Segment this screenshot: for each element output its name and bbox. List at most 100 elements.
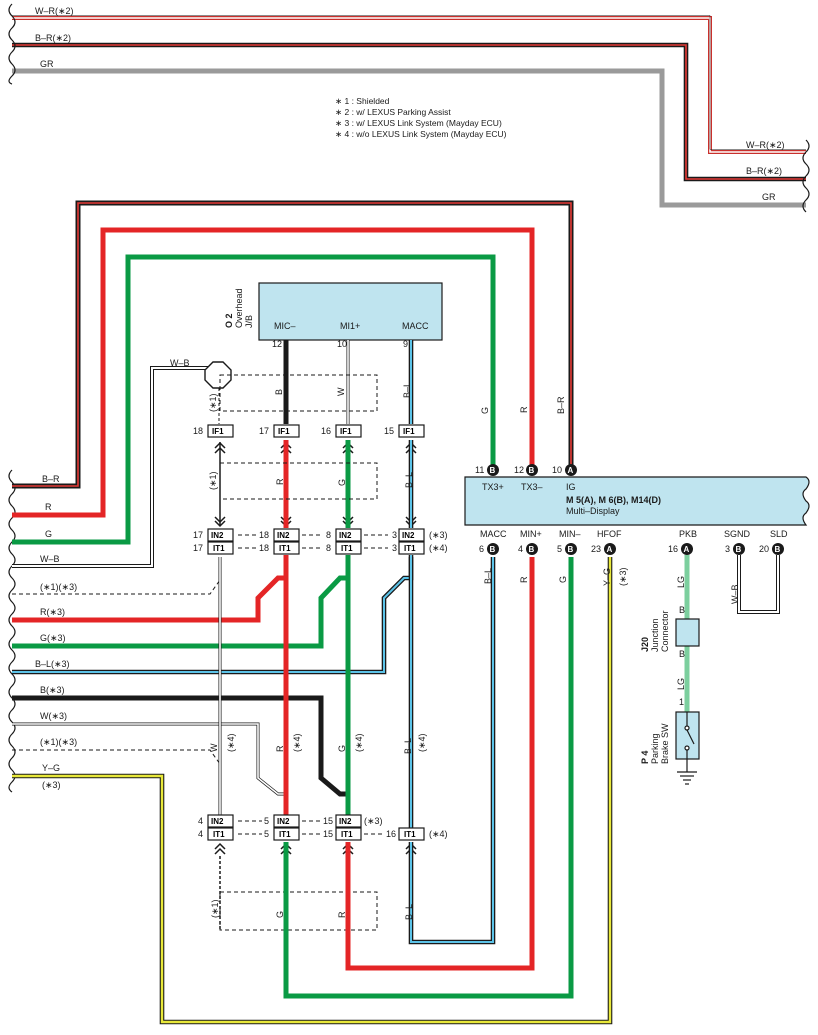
- md-num-16: 16: [668, 544, 678, 554]
- md-top-conn-11: B: [490, 466, 496, 475]
- wire-label-yg-hfof: Y–G: [602, 568, 612, 586]
- if1-box-17: [273, 424, 300, 438]
- md-conn-16: A: [684, 545, 690, 554]
- wire-label-r-bottom: R: [337, 911, 347, 918]
- it1-pin-3: 3: [392, 543, 397, 553]
- wire-label-r-tx3m: R: [519, 406, 529, 413]
- md-term-minm: MIN–: [559, 529, 581, 539]
- overhead-term-mic: MIC–: [274, 321, 296, 331]
- if1-label-17: IF1: [278, 427, 290, 436]
- wire-label-r-low-note: (∗4): [292, 733, 302, 752]
- wire-label-bl3: B–L(∗3): [35, 659, 70, 669]
- md-num-3: 3: [725, 544, 730, 554]
- in2-label-d: IN2: [402, 531, 415, 540]
- wire-label-bl-bottom: B–L: [404, 904, 414, 920]
- wire-label-wr-top: W–R(∗2): [35, 6, 74, 16]
- md-term-sgnd: SGND: [724, 529, 751, 539]
- wire-label-bl-macc: B–L: [402, 382, 412, 398]
- bottom-it1-pin-15: 15: [323, 829, 333, 839]
- wire-label-r3: R(∗3): [40, 607, 65, 617]
- it1-note: (∗4): [429, 543, 448, 553]
- md-conn-23: A: [607, 545, 613, 554]
- shield-note-bottom: (∗1): [210, 899, 220, 918]
- md-num-20: 20: [759, 544, 769, 554]
- md-term-macc: MACC: [480, 529, 507, 539]
- md-top-term-tx3m: TX3–: [521, 482, 543, 492]
- overhead-name1: Overhead: [234, 288, 244, 328]
- overhead-pin-10: 10: [337, 339, 347, 349]
- brake-pin-1: 1: [679, 697, 684, 707]
- multi-display-code: M 5(A), M 6(B), M14(D): [566, 495, 661, 505]
- wire-label-lg-bottom: LG: [676, 678, 686, 690]
- overhead-name2: J/B: [244, 315, 254, 328]
- wire-label-w-low-note: (∗4): [226, 733, 236, 752]
- md-term-sld: SLD: [770, 529, 788, 539]
- junction-wire-b-bottom: B: [679, 649, 685, 659]
- bottom-in2-a: IN2: [211, 817, 224, 826]
- wire-label-bl-mid: B–L: [404, 472, 414, 488]
- overhead-term-macc: MACC: [402, 321, 429, 331]
- bottom-in2-pin-15: 15: [323, 816, 333, 826]
- wire-label-br-right: B–R(∗2): [746, 166, 782, 176]
- wire-label-g-minm: G: [558, 576, 568, 583]
- wire-label-wb-left: W–B: [40, 554, 60, 564]
- wire-label-g-mid: G: [337, 479, 347, 486]
- it1-label-a: IT1: [213, 544, 225, 553]
- bottom-in2-b: IN2: [277, 817, 290, 826]
- md-term-hfof: HFOF: [597, 529, 622, 539]
- if1-pin-18: 18: [193, 426, 203, 436]
- md-top-num-12: 12: [514, 465, 524, 475]
- footnotes: ∗ 1 : Shielded ∗ 2 : w/ LEXUS Parking As…: [335, 96, 507, 139]
- junction-name1: Junction: [650, 618, 660, 652]
- shield-dash-bottom: [219, 891, 378, 931]
- wire-label-hfof-note: (∗3): [618, 567, 628, 586]
- md-term-pkb: PKB: [679, 529, 697, 539]
- shield-dash-mid: [219, 462, 378, 500]
- if1-in2-links: [214, 441, 417, 528]
- brake-name2: Brake SW: [660, 723, 670, 764]
- md-conn-20: B: [775, 545, 781, 554]
- wire-label-g-low: G: [337, 745, 347, 752]
- in2-it1-middle: IN2 IT1 17 17 IN2 IT1 18 18 IN2 IT1 8 8 …: [193, 528, 448, 555]
- junction-code: J20: [640, 637, 650, 652]
- if1-box-16: [335, 424, 362, 438]
- if1-row: IF1 18 IF1 17 IF1 16 IF1 15: [193, 424, 425, 438]
- bottom-chevrons: [214, 842, 417, 930]
- md-num-6: 6: [479, 544, 484, 554]
- brake-code: P 4: [640, 751, 650, 764]
- md-conn-4: B: [529, 545, 535, 554]
- md-top-term-tx3p: TX3+: [482, 482, 504, 492]
- wire-label-wb-sgnd: W–B: [730, 584, 740, 604]
- multi-display-name: Multi–Display: [566, 506, 620, 516]
- overhead-term-mi1: MI1+: [340, 321, 360, 331]
- it1-pin-18: 18: [259, 543, 269, 553]
- in2-pin-8: 8: [326, 530, 331, 540]
- junction-wire-b-top: B: [679, 605, 685, 615]
- wire-label-g-low-note: (∗4): [354, 733, 364, 752]
- md-top-term-ig: IG: [566, 482, 576, 492]
- overhead-code: O 2: [224, 313, 234, 328]
- wire-label-w3: W(∗3): [40, 711, 67, 721]
- md-num-5: 5: [557, 544, 562, 554]
- in2-pin-18: 18: [259, 530, 269, 540]
- wire-label-bl-low: B–L: [403, 738, 413, 754]
- in2-label-a: IN2: [211, 531, 224, 540]
- wire-label-br-ig: B–R: [556, 396, 566, 414]
- ground-octagon-icon: [204, 361, 232, 389]
- wire-label-g-bottom: G: [275, 911, 285, 918]
- wire-label-b3: B(∗3): [40, 685, 65, 695]
- if1-box-15: [398, 424, 425, 438]
- bottom-it1-pin-16: 16: [386, 829, 396, 839]
- md-top-num-11: 11: [475, 465, 484, 475]
- ground-icon: [677, 771, 697, 785]
- bottom-it1-d: IT1: [404, 830, 416, 839]
- wire-label-g-left: G: [45, 529, 52, 539]
- shield-note-top: (∗1): [208, 393, 218, 412]
- left-break-marks: [8, 3, 810, 793]
- junction-name2: Connector: [660, 610, 670, 652]
- md-top-conn-12: B: [529, 466, 535, 475]
- wire-label-br-left: B–R: [42, 474, 60, 484]
- it1-pin-8: 8: [326, 543, 331, 553]
- md-top-pins: B 11 TX3+ B 12 TX3– A 10 IG: [475, 464, 577, 492]
- bottom-it1-b: IT1: [279, 830, 291, 839]
